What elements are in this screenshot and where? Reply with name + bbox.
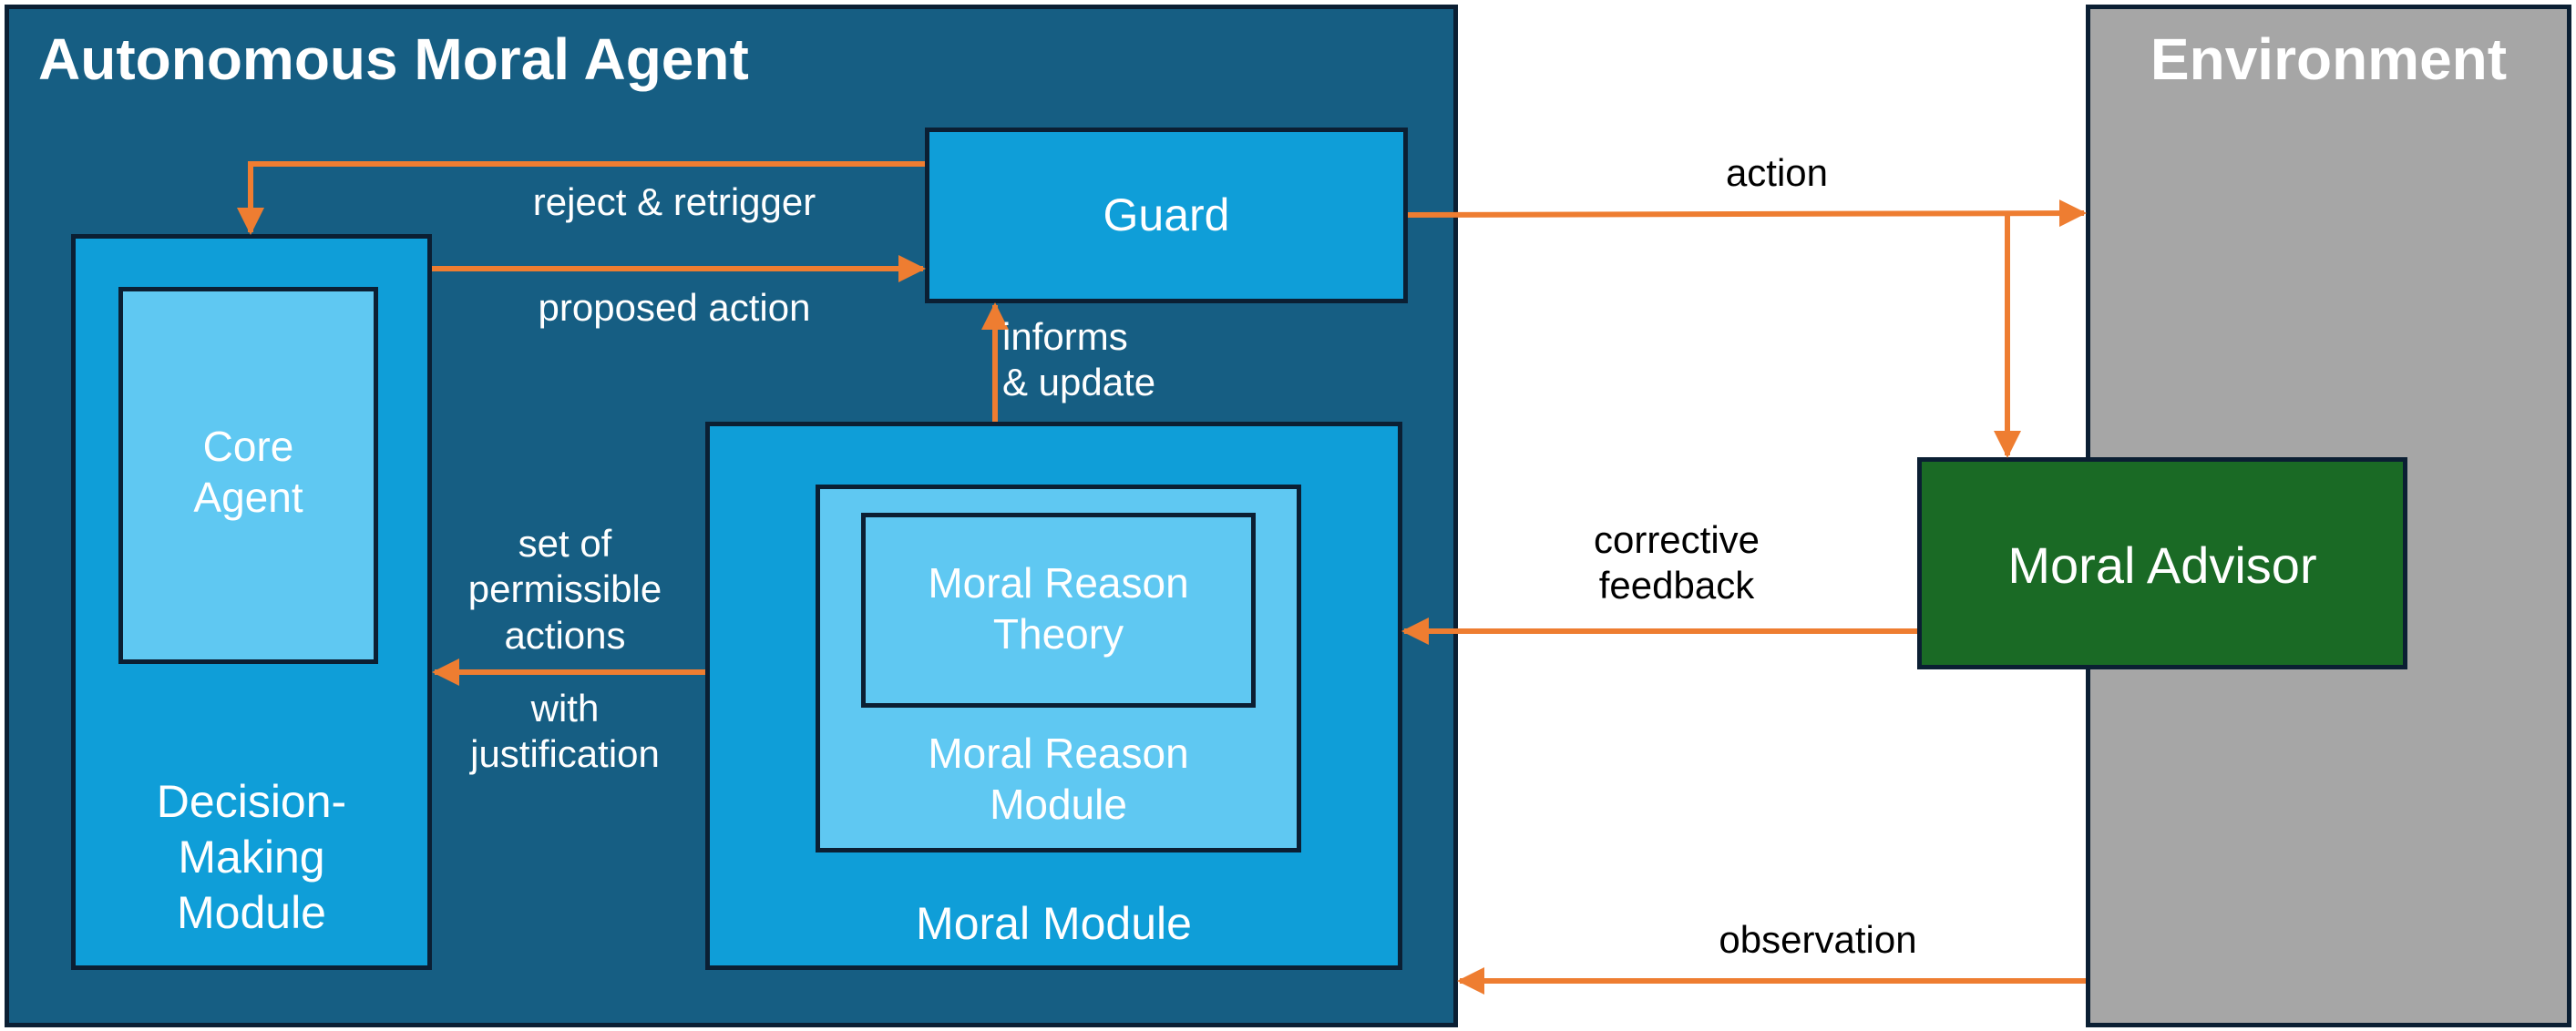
informs-update-label: informs & update xyxy=(1002,315,1156,404)
action-arrow xyxy=(1407,199,2087,228)
environment-title: Environment xyxy=(2150,26,2508,92)
moral-reason-theory-box xyxy=(861,513,1256,708)
permissible-actions-label: set of permissible actions xyxy=(467,522,662,657)
action-label: action xyxy=(1725,151,1829,194)
proposed-action-label: proposed action xyxy=(538,286,811,329)
moral-module-label: Moral Module xyxy=(916,898,1192,949)
decision-making-module-label: Decision- Making Module xyxy=(156,776,347,938)
core-agent-label: Core Agent xyxy=(193,423,303,522)
core-agent-box xyxy=(118,287,378,664)
guard-label: Guard xyxy=(1103,189,1230,240)
moral-advisor-box xyxy=(1917,457,2407,669)
reject-retrigger-label: reject & retrigger xyxy=(532,180,816,223)
with-justification-label: with justification xyxy=(470,687,660,776)
observation-label: observation xyxy=(1719,918,1917,961)
corrective-feedback-label: corrective feedback xyxy=(1593,518,1760,607)
agent-title: Autonomous Moral Agent xyxy=(38,26,749,92)
guard-box xyxy=(925,128,1408,303)
moral-reason-theory-label: Moral Reason Theory xyxy=(928,559,1189,658)
moral-reason-module-label: Moral Reason Module xyxy=(928,730,1189,829)
moral-advisor-label: Moral Advisor xyxy=(2007,536,2317,594)
